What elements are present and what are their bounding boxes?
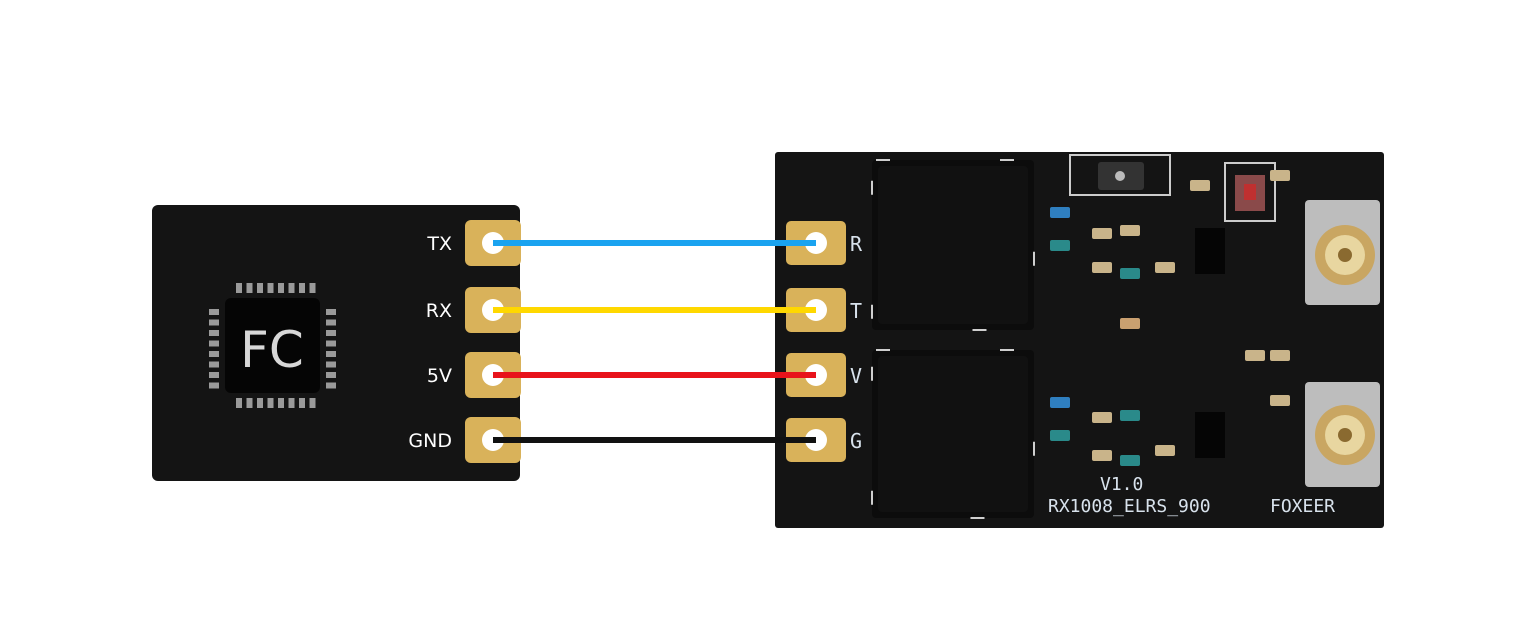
chip-pin [209, 382, 219, 389]
smd-component [1245, 350, 1265, 361]
fc-pin-label: 5V [427, 365, 452, 387]
smd-component [1050, 430, 1070, 441]
smd-component [1270, 395, 1290, 406]
smd-component [1120, 268, 1140, 279]
chip-pin [209, 330, 219, 336]
boot-button [1069, 154, 1171, 196]
smd-component [1270, 170, 1290, 181]
rx-pin-label: R [850, 232, 863, 256]
chip-pin [299, 398, 305, 408]
chip-pin [288, 283, 295, 293]
rx-pin-label: G [850, 429, 862, 453]
smd-component [1270, 350, 1290, 361]
chip-pin [257, 283, 263, 293]
status-led [1224, 162, 1276, 222]
smd-component [1155, 262, 1175, 273]
rf-shield-top [871, 159, 1035, 331]
fc-chip: FC [209, 283, 336, 408]
board-model: RX1008_ELRS_900 [1048, 496, 1211, 517]
chip-pin [326, 319, 336, 326]
rx-pin-label: T [850, 299, 862, 323]
smd-component [1092, 412, 1112, 423]
chip-pin [326, 330, 336, 336]
smd-component [1050, 207, 1070, 218]
chip-pin [288, 398, 295, 408]
chip-pin [267, 398, 274, 408]
smd-component [1120, 410, 1140, 421]
fc-board: FC TX RX 5V GND [152, 205, 521, 481]
smd-component [1092, 262, 1112, 273]
fc-pin-label: GND [408, 430, 452, 452]
smd-component [1050, 397, 1070, 408]
receiver-board: V1.0 RX1008_ELRS_900 FOXEER R T V G [775, 152, 1384, 528]
chip-pin [267, 283, 274, 293]
chip-pin [236, 398, 242, 408]
chip-pin [209, 319, 219, 326]
smd-component [1155, 445, 1175, 456]
fc-pin-label: TX [426, 233, 452, 255]
chip-pin [326, 361, 336, 368]
chip-pin [326, 372, 336, 378]
chip-pin [299, 283, 305, 293]
antenna-connector-2 [1305, 382, 1380, 487]
chip-pin [326, 351, 336, 357]
chip-pin [278, 398, 284, 408]
chip-pin [257, 398, 263, 408]
chip-pin [309, 283, 316, 293]
chip-pin [309, 398, 316, 408]
board-version: V1.0 [1100, 474, 1143, 495]
chip-pin [209, 361, 219, 368]
smd-component [1092, 450, 1112, 461]
ic-chip [1195, 228, 1225, 274]
chip-pin [246, 398, 253, 408]
smd-component [1120, 318, 1140, 329]
smd-component [1092, 228, 1112, 239]
rx-pin-label: V [850, 364, 862, 388]
chip-pin [209, 340, 219, 347]
antenna-connector-1 [1305, 200, 1380, 305]
chip-pin [326, 382, 336, 389]
ic-chip [1195, 412, 1225, 458]
smd-component [1190, 180, 1210, 191]
chip-pin [278, 283, 284, 293]
fc-chip-label: FC [240, 321, 304, 379]
chip-pin [209, 372, 219, 378]
chip-pin [326, 309, 336, 315]
smd-component [1120, 455, 1140, 466]
smd-component [1050, 240, 1070, 251]
chip-pin [236, 283, 242, 293]
chip-pin [209, 309, 219, 315]
smd-component [1120, 225, 1140, 236]
chip-pin [246, 283, 253, 293]
chip-pin [209, 351, 219, 357]
fc-pin-label: RX [426, 300, 452, 322]
board-brand: FOXEER [1270, 496, 1335, 517]
rf-shield-bottom [871, 349, 1035, 519]
chip-pin [326, 340, 336, 347]
